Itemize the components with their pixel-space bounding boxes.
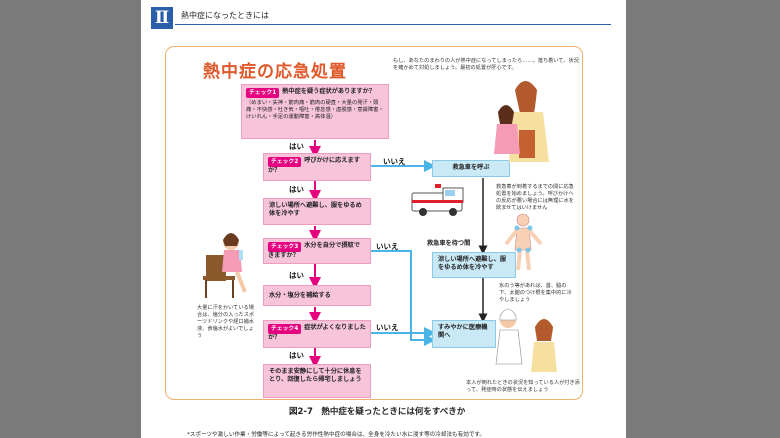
yes-label-3: はい: [289, 271, 304, 280]
figure-caption: 図2-7 熱中症を疑ったときには何をすべきか: [289, 407, 466, 417]
figure-title: 熱中症の応急処置: [203, 62, 347, 82]
yes-label-4: はい: [289, 351, 304, 360]
intro-text: もし、あなたのまわりの人が熱中症になってしまったら……。落ち着いて、状況を確かめ…: [393, 58, 579, 71]
right-cool-text: 涼しい場所へ避難し、服をゆるめ体を冷やす: [438, 256, 507, 271]
yes-label-2: はい: [289, 185, 304, 194]
helper-illustration: [494, 81, 549, 162]
call-ambulance-box: 救急車を呼ぶ: [432, 160, 510, 177]
check4-question: 症状がよくなりましたか？: [268, 324, 366, 341]
action-water-text: 水分・塩分を補給する: [269, 292, 331, 299]
hospital-box: すみやかに医療機関へ: [432, 320, 496, 348]
right-cool-box: 涼しい場所へ避難し、服をゆるめ体を冷やす: [432, 252, 516, 278]
no-label-1: いいえ: [383, 157, 406, 166]
hospital-note: 本人が倒れたときの状況を知っている人が付き添って、発症時の状態を伝えましょう: [466, 380, 580, 393]
ambulance-illustration: [411, 184, 464, 216]
check3-question: 水分を自分で摂取できますか？: [268, 242, 360, 259]
body-cooling-illustration: [504, 213, 543, 271]
flow-connectors: [309, 140, 488, 368]
waiting-label: 救急車を待つ間: [427, 240, 471, 247]
section-number-badge: Ⅱ: [151, 7, 173, 29]
hospital-text: すみやかに医療機関へ: [438, 324, 488, 339]
check4-badge: チェック4: [268, 324, 302, 334]
check1-question: 熱中症を疑う症状がありますか？: [282, 88, 376, 95]
action-cool-text: 涼しい場所へ避難し、服をゆるめ体を冷やす: [269, 202, 362, 217]
check1-badge: チェック1: [246, 88, 280, 98]
yes-label-1: はい: [289, 142, 304, 151]
action-rest-text: そのまま安静にして十分に休息をとり、回復したら帰宅しましょう: [269, 368, 362, 383]
check2-question: 呼びかけに応えますか？: [268, 157, 360, 174]
figure-frame: [165, 46, 583, 400]
left-note: 大量に汗をかいている場合は、塩分の入ったスポーツドリンクや経口補水液、食塩水がよ…: [197, 305, 255, 339]
no-label-2: いいえ: [376, 242, 399, 251]
document-page: Ⅱ 熱中症になったときには 熱中症の応急処置 もし、あなたのまわりの人が熱中症に…: [141, 0, 626, 438]
section-title: 熱中症になったときには: [181, 11, 269, 20]
action-rest-box: そのまま安静にして十分に休息をとり、回復したら帰宅しましょう: [263, 364, 371, 398]
girl-drinking-illustration: [203, 233, 247, 298]
call-note: 救急車が到着するまでの間に応急処置を始めましょう。呼びかけへの反応が悪い場合には…: [496, 184, 574, 211]
check2-badge: チェック2: [268, 157, 302, 167]
check3-badge: チェック3: [268, 242, 302, 252]
cool-note: 氷のう等があれば、首、脇の下、太腿のつけ根を集中的に冷やしましょう: [499, 283, 572, 303]
action-cool-box: 涼しい場所へ避難し、服をゆるめ体を冷やす: [263, 198, 371, 225]
call-ambulance-text: 救急車を呼ぶ: [452, 164, 490, 171]
section-divider: [175, 24, 611, 25]
arrow-no-check3: [370, 250, 436, 346]
action-water-box: 水分・塩分を補給する: [263, 285, 371, 306]
no-label-3: いいえ: [376, 323, 399, 332]
illustrations: [203, 81, 557, 372]
check1-symptoms: （めまい・失神・筋肉痛・筋肉の硬直・大量の発汗・頭痛・不快感・吐き気・嘔吐・倦怠…: [246, 100, 384, 120]
medical-staff-illustration: [495, 308, 557, 372]
footnote: *スポーツや激しい作業・労働等によって起きる労作性熱中症の場合は、全身を冷たい水…: [187, 432, 486, 438]
